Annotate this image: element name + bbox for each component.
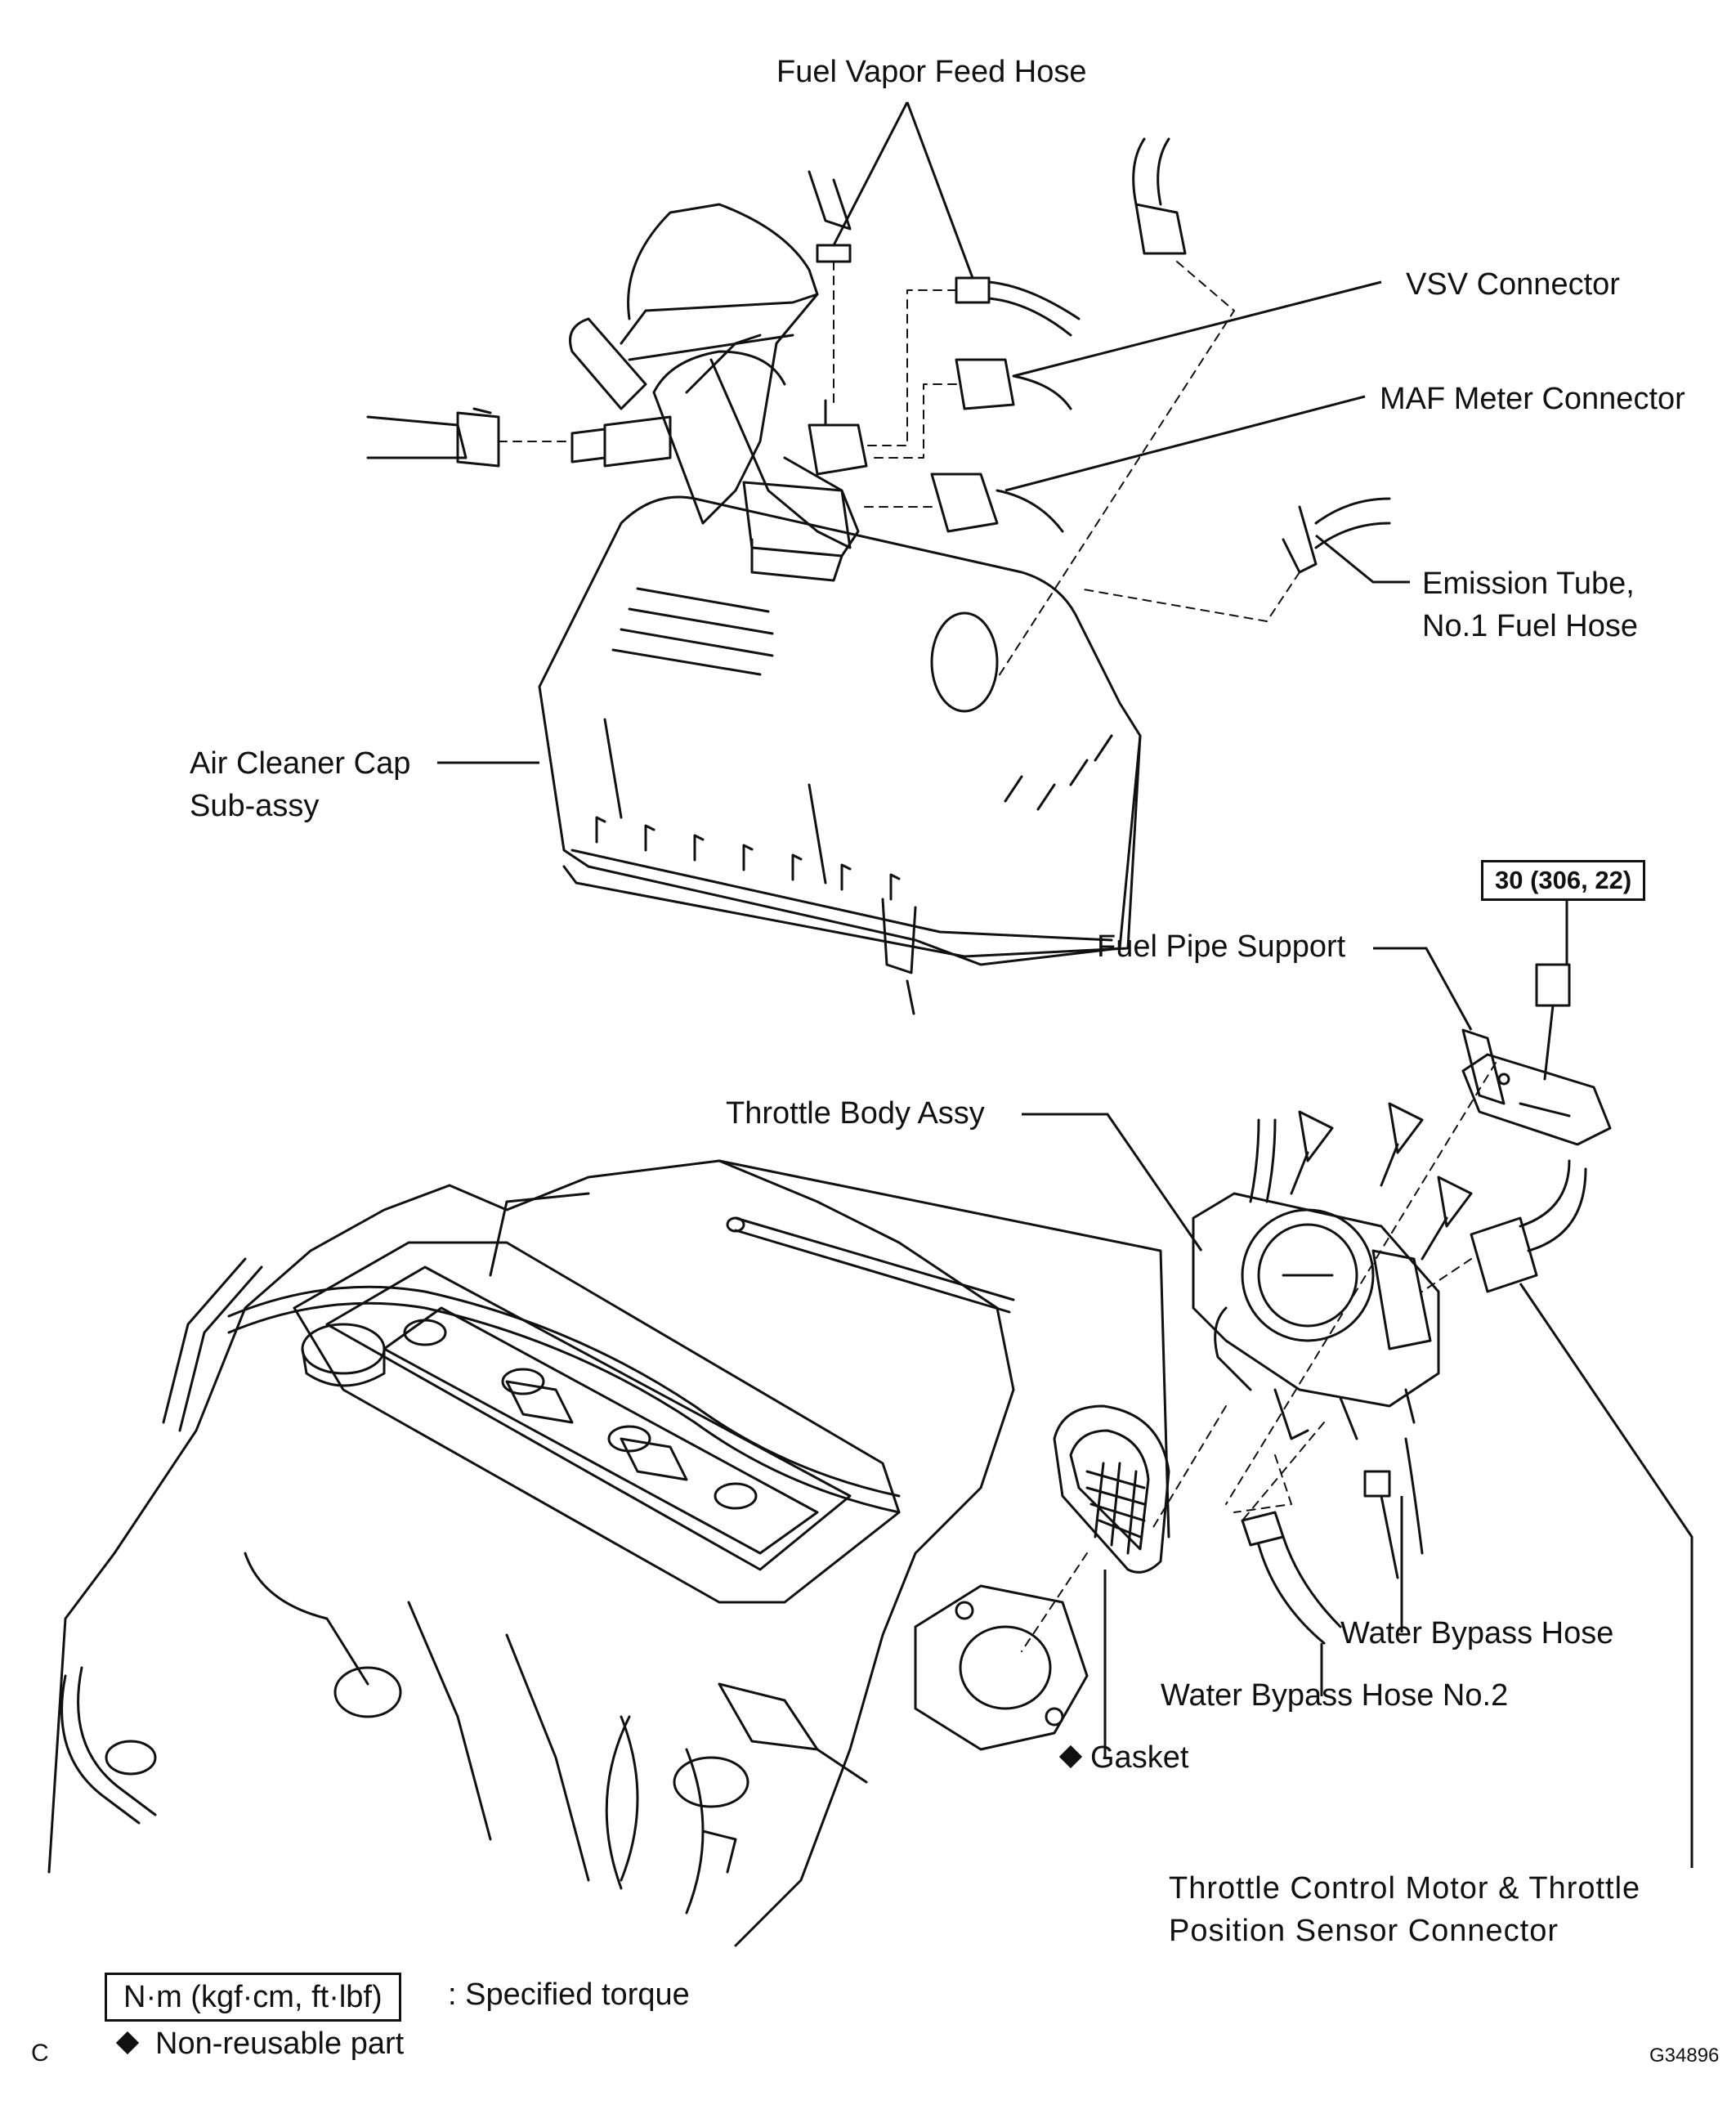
label-fuel-vapor-feed-hose: Fuel Vapor Feed Hose [776,55,1087,89]
maf-connector-part [857,473,1064,533]
air-intake-neck [569,203,868,582]
air-cleaner-cap [538,495,1142,1015]
label-water-bypass-hose: Water Bypass Hose [1340,1616,1614,1650]
corner-mark: C [31,2040,49,2067]
throttle-body-part [1152,1102,1473,1530]
label-fuel-pipe-support: Fuel Pipe Support [1097,929,1346,964]
non-reusable-diamond-icon [1058,1744,1083,1769]
label-throttle-connector-line2: Position Sensor Connector [1169,1914,1559,1948]
water-bypass-hoses [1233,1437,1424,1645]
legend-non-reusable: Non-reusable part [115,2022,405,2065]
label-throttle-body-assy: Throttle Body Assy [726,1096,985,1131]
label-throttle-connector-line1: Throttle Control Motor & Throttle [1169,1871,1641,1906]
legend-torque-description: : Specified torque [448,1977,690,2012]
label-air-cleaner-cap: Air Cleaner Cap Sub-assy [190,742,410,827]
label-gasket: Gasket [1058,1736,1189,1779]
legend-non-reusable-text: Non-reusable part [155,2027,405,2061]
gasket-part [1021,1404,1170,1652]
label-emission-tube-line1: Emission Tube, [1422,567,1635,601]
engine-assembly [47,1159,1170,1947]
label-emission-tube-line2: No.1 Fuel Hose [1422,609,1639,643]
legend-torque-units-box: N·m (kgf·cm, ft·lbf) [105,1973,401,2022]
label-throttle-sensor-connector: Throttle Control Motor & Throttle Positi… [1169,1867,1640,1952]
label-air-cleaner-cap-line1: Air Cleaner Cap [190,746,411,781]
label-vsv-connector: VSV Connector [1406,267,1620,302]
label-gasket-text: Gasket [1090,1740,1189,1775]
left-hose-with-clamp [366,407,573,468]
label-water-bypass-hose-no2: Water Bypass Hose No.2 [1161,1678,1509,1713]
label-maf-meter-connector: MAF Meter Connector [1380,382,1685,416]
label-emission-tube: Emission Tube, No.1 Fuel Hose [1422,562,1638,647]
figure-id: G34896 [1649,2045,1720,2067]
emission-tube-part [1078,497,1391,622]
fuel-vapor-feed-hoses [808,170,1081,446]
label-air-cleaner-cap-line2: Sub-assy [190,789,320,823]
intake-flange [914,1584,1089,1751]
vsv-connector-part [874,358,1072,459]
torque-spec-box: 30 (306, 22) [1481,860,1646,901]
filled-diamond-icon [115,2031,140,2055]
fuel-pipe-support-part [1225,963,1612,1505]
throttle-sensor-connector-part [1421,1159,1587,1293]
leader-lines [437,101,1693,1868]
top-right-cable [996,137,1235,679]
